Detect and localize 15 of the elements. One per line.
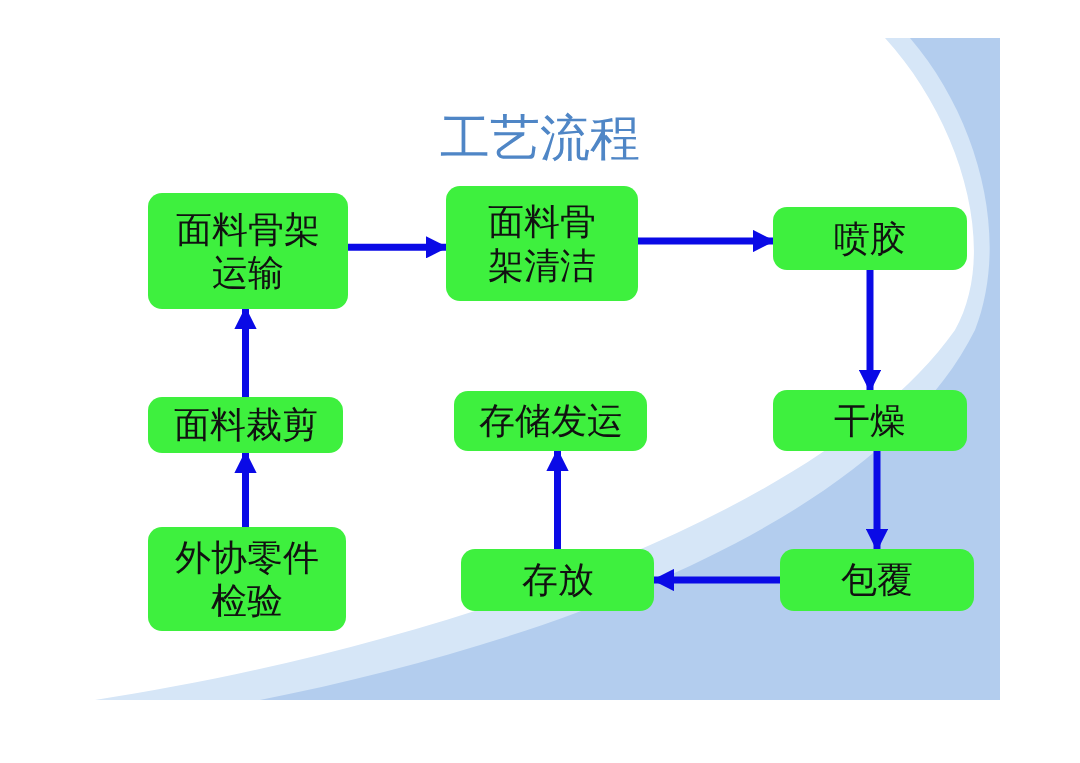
process-box: 喷胶 [773, 207, 967, 270]
process-box: 面料骨架清洁 [446, 186, 638, 301]
process-box: 干燥 [773, 390, 967, 451]
process-box: 面料裁剪 [148, 397, 343, 453]
process-box: 包覆 [780, 549, 974, 611]
process-box: 外协零件检验 [148, 527, 346, 631]
process-box: 存储发运 [454, 391, 647, 451]
arrow [865, 451, 889, 552]
arrow [546, 448, 569, 549]
arrow [858, 270, 882, 393]
arrow [234, 450, 257, 527]
title: 工艺流程 [439, 108, 641, 169]
arrow [234, 306, 257, 397]
process-box: 面料骨架运输 [148, 193, 348, 309]
process-box: 存放 [461, 549, 654, 611]
